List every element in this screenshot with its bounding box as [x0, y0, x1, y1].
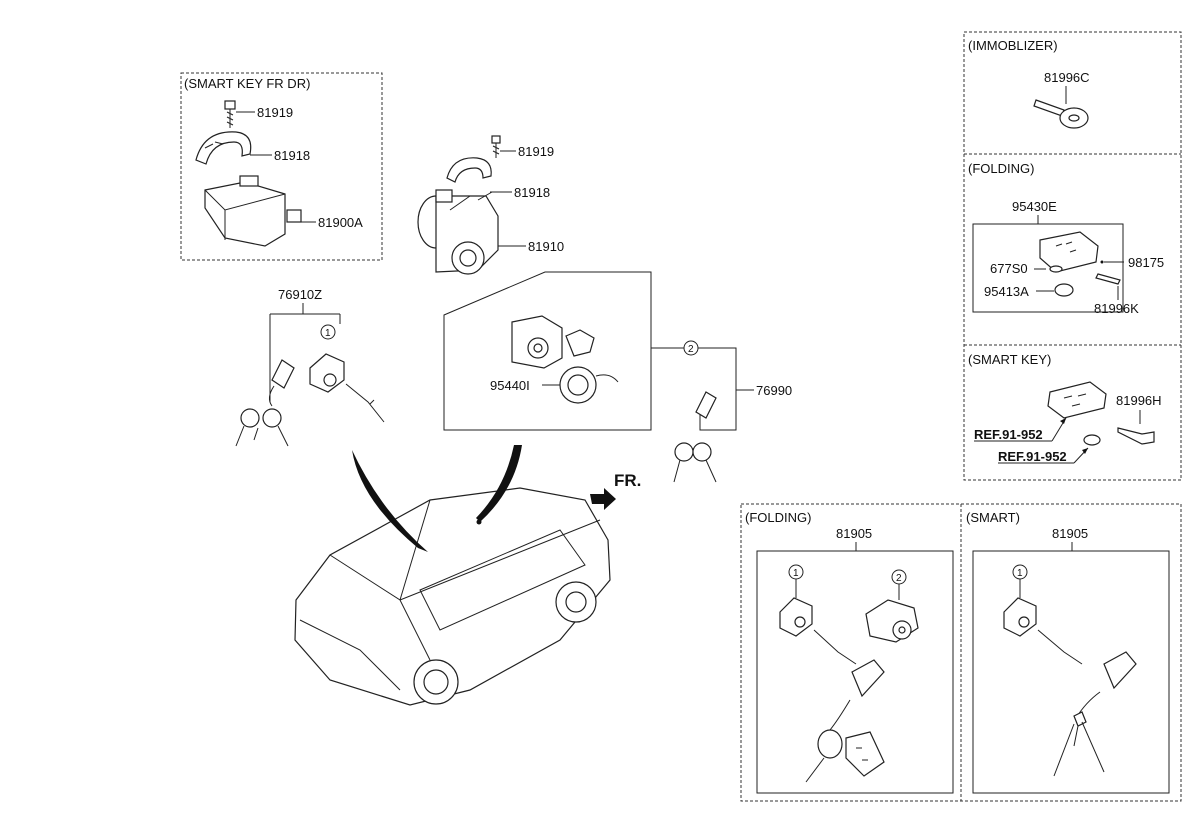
part-label-81919[interactable]: 81919	[518, 144, 554, 159]
ref-link-91-952[interactable]: REF.91-952	[998, 449, 1067, 464]
section-title-smart-key: (SMART KEY)	[968, 352, 1051, 367]
section-title-smart-set: (SMART)	[966, 510, 1020, 525]
smart-key-unit-81900a-icon	[204, 175, 302, 247]
battery-icon	[1054, 283, 1074, 297]
part-label-81996k[interactable]: 81996K	[1094, 301, 1139, 316]
section-title-folding: (FOLDING)	[968, 161, 1034, 176]
part-label-95413a[interactable]: 95413A	[984, 284, 1029, 299]
vehicle-illustration	[294, 487, 611, 706]
battery-icon	[1083, 434, 1101, 446]
key-options-frame	[963, 31, 1182, 481]
section-title-folding-set: (FOLDING)	[745, 510, 811, 525]
svg-text:2: 2	[896, 573, 902, 584]
part-label-98175[interactable]: 98175	[1128, 255, 1164, 270]
key-cylinder-icon	[865, 599, 919, 643]
smart-key-fr-dr-frame	[180, 72, 383, 261]
ignition-detail-frame	[443, 271, 652, 431]
part-label-81905[interactable]: 81905	[836, 526, 872, 541]
part-label-76990[interactable]: 76990	[756, 383, 792, 398]
part-label-81918[interactable]: 81918	[514, 185, 550, 200]
folding-key-pair-icon	[805, 659, 885, 783]
part-label-81996h[interactable]: 81996H	[1116, 393, 1162, 408]
part-label-81910[interactable]: 81910	[528, 239, 564, 254]
immobilizer-coil-95440i-icon	[559, 366, 619, 404]
smart-set-detail-frame	[972, 550, 1170, 794]
pointer-arrow-icon	[476, 445, 522, 522]
part-label-81919[interactable]: 81919	[257, 105, 293, 120]
door-lock-cylinder-icon	[309, 353, 385, 423]
folding-key-fob-icon	[1039, 231, 1099, 273]
part-label-81900a[interactable]: 81900A	[318, 215, 363, 230]
smart-key-fob-icon	[1047, 381, 1107, 419]
part-label-81905[interactable]: 81905	[1052, 526, 1088, 541]
screw-icon	[1049, 265, 1063, 273]
callout-2: 2	[683, 340, 699, 356]
part-label-95430e[interactable]: 95430E	[1012, 199, 1057, 214]
key-pair-icon	[235, 359, 295, 447]
folding-set-detail-frame	[756, 550, 954, 794]
part-label-81918[interactable]: 81918	[274, 148, 310, 163]
svg-text:1: 1	[1017, 568, 1023, 579]
key-pair-icon	[1053, 651, 1137, 777]
key-pair-icon	[673, 391, 717, 483]
bracket-81918-icon	[195, 131, 252, 165]
callout-1: 1	[788, 564, 804, 580]
svg-text:1: 1	[325, 328, 331, 339]
callout-1: 1	[1012, 564, 1028, 580]
section-title-smart-key-fr-dr: (SMART KEY FR DR)	[184, 76, 310, 91]
door-lock-cylinder-icon	[779, 597, 857, 665]
callout-2: 2	[891, 569, 907, 585]
ignition-lock-81910-icon	[417, 189, 499, 275]
key-cylinder-icon	[511, 315, 595, 369]
part-label-76910z[interactable]: 76910Z	[278, 287, 322, 302]
section-title-immobilizer: (IMMOBLIZER)	[968, 38, 1058, 53]
bolt-81919-icon	[224, 100, 236, 128]
bolt-81919-icon	[491, 135, 501, 158]
key-blade-icon	[1095, 273, 1121, 285]
svg-text:1: 1	[793, 568, 799, 579]
svg-text:2: 2	[688, 344, 694, 355]
bracket-81918-icon	[446, 157, 492, 183]
immobilizer-key-icon	[1033, 99, 1089, 129]
front-direction-arrow-icon	[590, 488, 616, 510]
part-label-95440i[interactable]: 95440I	[490, 378, 530, 393]
emergency-key-icon	[1117, 427, 1155, 445]
front-direction-label: FR.	[614, 471, 641, 490]
part-label-677s0[interactable]: 677S0	[990, 261, 1028, 276]
folding-key-detail-frame	[972, 223, 1124, 313]
door-lock-cylinder-icon	[1003, 597, 1083, 665]
part-label-81996c[interactable]: 81996C	[1044, 70, 1090, 85]
callout-1: 1	[320, 324, 336, 340]
ref-link-91-952[interactable]: REF.91-952	[974, 427, 1043, 442]
